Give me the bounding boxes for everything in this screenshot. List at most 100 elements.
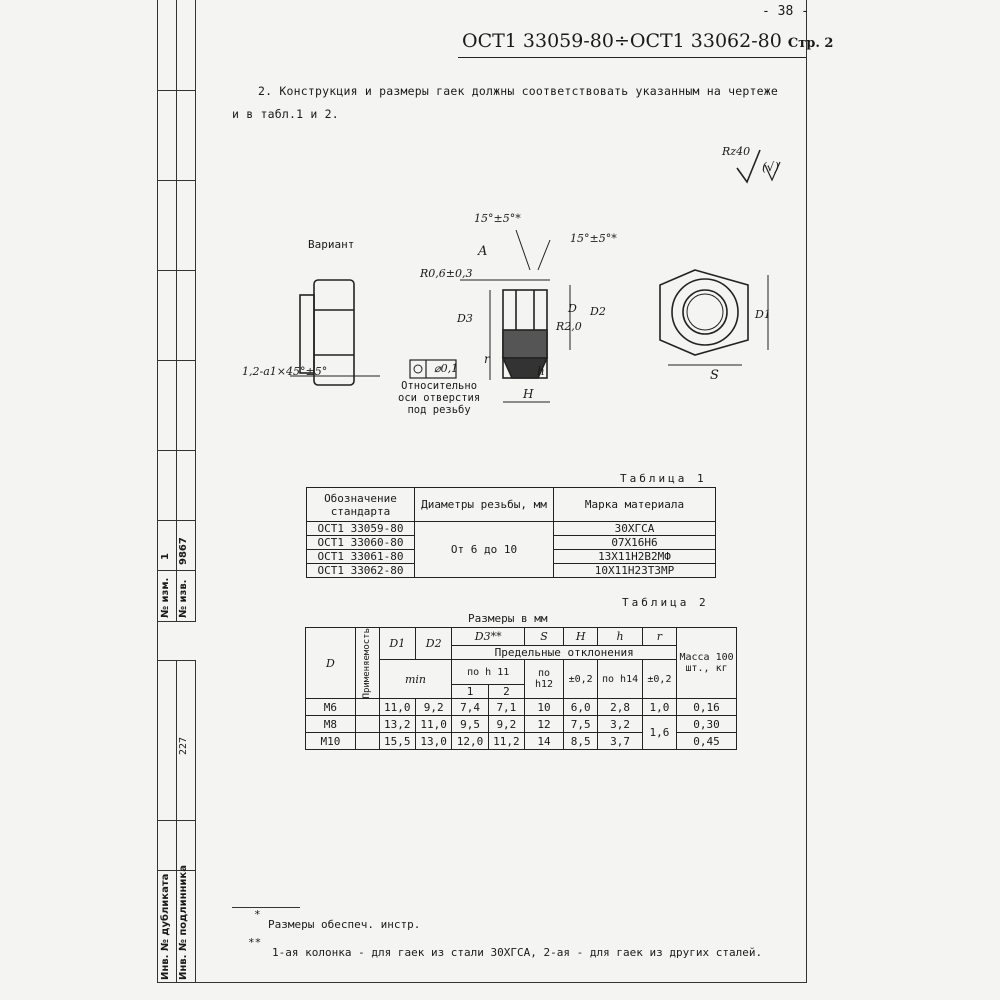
- table2-cell-H: 6,0: [562, 698, 599, 717]
- h-label: h: [537, 364, 545, 378]
- table-row: M6 11,0 9,2 7,4 7,1 10 6,0 2,8 1,0 0,16: [305, 698, 737, 717]
- table1: Обозначение стандарта Диаметры резьбы, м…: [306, 487, 716, 578]
- header-underline: [458, 57, 806, 58]
- strip-divider: [176, 660, 177, 982]
- table2-cell-mass: 0,30: [676, 715, 737, 734]
- strip-line: [158, 820, 195, 821]
- strip-line: [158, 450, 195, 451]
- strip-line: [158, 570, 195, 571]
- table2-header-col1: 1: [451, 684, 489, 700]
- table2-header-d2: D2: [414, 627, 453, 660]
- table1-material: 30ХГСА: [553, 521, 716, 536]
- table2-cell-h: 2,8: [597, 698, 643, 717]
- izv-value: 9867: [178, 537, 189, 565]
- table2-cell-s: 10: [524, 698, 564, 717]
- section-view: [409, 229, 571, 403]
- strip-line: [158, 90, 195, 91]
- table2-header-use: Применяемость: [355, 627, 380, 699]
- table2-header-d1: D1: [378, 627, 416, 660]
- nut-drawing: [290, 149, 781, 403]
- d1-label: D1: [755, 308, 771, 321]
- table2-header-r-tol: ±0,2: [641, 658, 678, 700]
- radius2-label: R2,0: [556, 320, 582, 333]
- hex-top-view: [659, 269, 769, 366]
- roughness-paren: (√): [762, 160, 780, 174]
- table2-cell-h: 3,7: [597, 732, 643, 751]
- variant-view: [290, 279, 380, 386]
- table1-material: 07Х16Н6: [553, 535, 716, 550]
- table2-header-H-tol: ±0,2: [562, 658, 599, 700]
- d1-side-label: D3: [457, 312, 473, 325]
- table2-cell-d3b: 9,2: [487, 715, 526, 734]
- inventory-value: 227: [178, 736, 189, 755]
- table1-diameter: От 6 до 10: [414, 521, 554, 578]
- table2-header-min: min: [378, 658, 453, 700]
- footnote-2: 1-ая колонка - для гаек из стали 30ХГСА,…: [272, 946, 763, 959]
- frame-bottom-border: [157, 982, 807, 983]
- table2-cell-d3b: 7,1: [487, 698, 526, 717]
- strip-line: [158, 180, 195, 181]
- table2-cell-use: [354, 698, 380, 717]
- table2-cell-d: M10: [305, 732, 356, 751]
- strip-line: [158, 660, 195, 661]
- table2-units: Размеры в мм: [468, 612, 548, 625]
- table1-header: Обозначение стандарта: [306, 487, 415, 522]
- table2-cell-d3b: 11,2: [487, 732, 526, 751]
- table2-cell-d3a: 9,5: [451, 715, 489, 734]
- page-number: - 38 -: [762, 4, 809, 19]
- r-label: r: [484, 352, 490, 366]
- table2-cell-d3a: 7,4: [451, 698, 489, 717]
- table2-header-h-tol: по h14: [597, 658, 643, 700]
- table2-header-h: h: [597, 627, 643, 646]
- angle-label-1: 15°±5°*: [474, 212, 521, 225]
- table2-cell-d1: 11,0: [378, 698, 416, 717]
- table2-cell-d2: 9,2: [414, 698, 453, 717]
- table2-cell-mass: 0,45: [676, 732, 737, 751]
- tolerance-note-line: Относительно: [401, 380, 478, 392]
- footnote-star-1: *: [254, 908, 261, 921]
- tolerance-note-line: оси отверстия: [398, 392, 481, 404]
- revision-strip: 1 9867 № изм. № изв.: [157, 0, 196, 622]
- table2-caption: Таблица 2: [622, 596, 709, 609]
- tolerance-note-line: под резьбу: [407, 404, 471, 416]
- table1-standard: ОСТ1 33061-80: [306, 549, 415, 564]
- table2-header-col2: 2: [487, 684, 526, 700]
- footnote-1: Размеры обеспеч. инстр.: [268, 918, 421, 931]
- table2-cell-H: 8,5: [562, 732, 599, 751]
- radius-label: R0,6±0,3: [420, 267, 473, 280]
- paragraph-line-1: 2. Конструкция и размеры гаек должны соо…: [258, 84, 779, 98]
- table2-cell-H: 7,5: [562, 715, 599, 734]
- footnote-star-2: **: [248, 936, 262, 949]
- table2-header-H: H: [562, 627, 599, 646]
- table2-cell-mass: 0,16: [676, 698, 737, 717]
- table1-caption: Таблица 1: [620, 472, 707, 485]
- standard-designation: ОСТ1 33059-80÷ОСТ1 33062-80: [462, 30, 782, 52]
- table2-cell-d1: 13,2: [378, 715, 416, 734]
- table1-standard: ОСТ1 33059-80: [306, 521, 415, 536]
- table-row: ОСТ1 33059-80 От 6 до 10 30ХГСА: [306, 521, 716, 578]
- table-row: M8 13,2 11,0 9,5 9,2 12 7,5 3,2 1,6 0,30: [305, 715, 737, 751]
- label-a: A: [478, 244, 488, 259]
- chamfer-label: 1,2-a1×45°±5°: [242, 365, 328, 378]
- roughness-symbol: [736, 149, 761, 184]
- table2-header-dev: Предельные отклонения: [451, 645, 678, 660]
- inv-dubl-label: Инв. № дубликата: [160, 873, 171, 980]
- table1-material: 10Х11Н23Т3МР: [553, 563, 716, 578]
- table1-header-row: Обозначение стандарта Диаметры резьбы, м…: [306, 487, 716, 522]
- table2-header-s-tol: по h12: [524, 658, 564, 700]
- page-label: Стр. 2: [787, 36, 834, 51]
- table2-cell-h: 3,2: [597, 715, 643, 734]
- frame-right-border: [806, 0, 807, 983]
- strip-line: [158, 360, 195, 361]
- table2-cell-use: [354, 732, 380, 751]
- header-standard: ОСТ1 33059-80÷ОСТ1 33062-80 Стр. 2: [462, 30, 833, 52]
- inventory-strip: 227 Инв. № дубликата Инв. № подлинника: [157, 660, 196, 982]
- roughness-label: Rz40: [722, 145, 751, 158]
- table2-header-row: D Применяемость D1 D2 D3** S H h r Масса…: [305, 626, 737, 700]
- table2-cell-s: 12: [524, 715, 564, 734]
- angle-label-2: 15°±5°*: [570, 232, 617, 245]
- d-label: D: [568, 302, 577, 315]
- table-row: ОСТ1 33061-80 13Х11Н2В2МФ: [306, 549, 716, 564]
- table2-header-d3-tol: по h 11: [451, 658, 526, 686]
- table2-cell-d3a: 12,0: [451, 732, 489, 751]
